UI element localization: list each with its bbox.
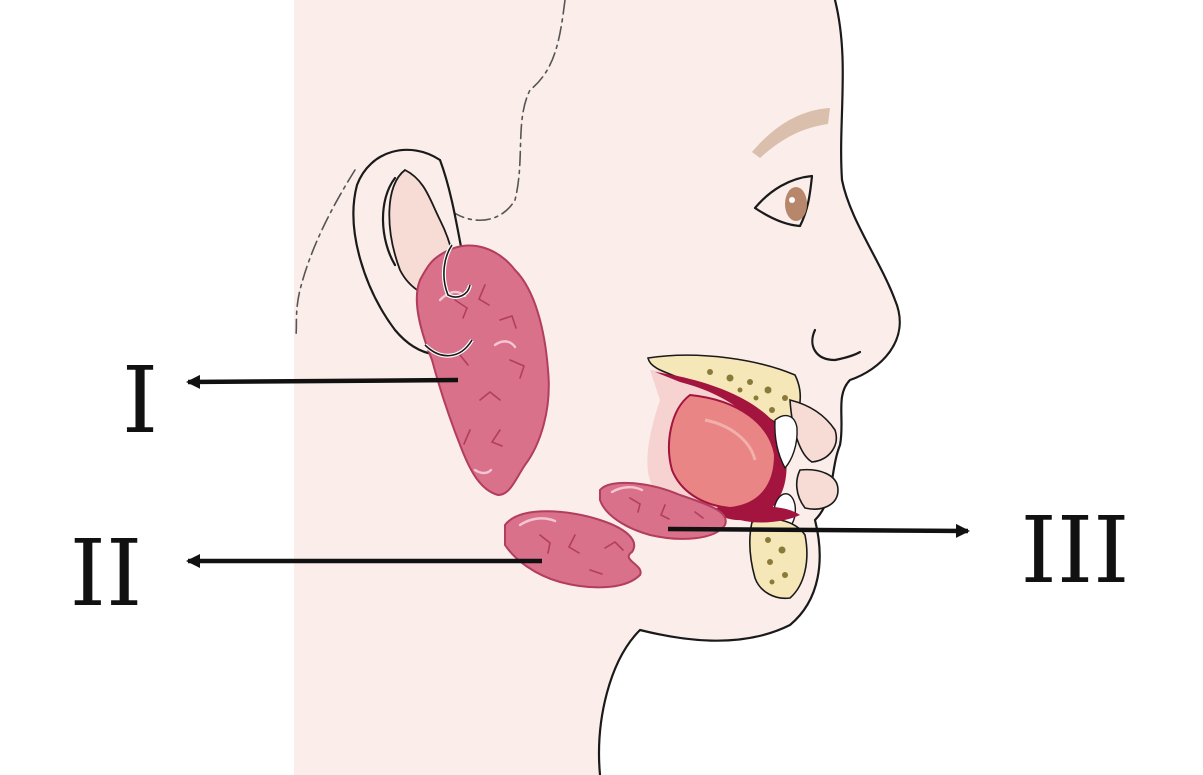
- lip-lower: [795, 468, 839, 510]
- label-parotid: I: [122, 347, 158, 454]
- face-outline: [597, 0, 901, 775]
- tongue-gloss: [704, 418, 757, 461]
- label-submandibular: II: [70, 520, 143, 627]
- lower-mucosa: [740, 506, 800, 523]
- submandibular-gland: [504, 510, 642, 589]
- hair-line-lower: [295, 169, 356, 336]
- arrow-parotid: [186, 374, 459, 389]
- head-profile: [294, 0, 901, 775]
- sublingual-gland: [599, 481, 727, 540]
- iris: [785, 187, 807, 221]
- eye-highlight: [789, 197, 795, 203]
- tongue: [668, 393, 777, 510]
- parotid-gland: [415, 243, 550, 497]
- mandible-bone: [749, 518, 808, 600]
- nostril: [811, 328, 862, 362]
- eye-outline: [753, 174, 814, 228]
- oral-cavity: [647, 354, 839, 600]
- eyebrow: [752, 108, 830, 158]
- parotid-body: [415, 244, 550, 497]
- ear-helix-line: [381, 176, 397, 267]
- arrow-sublingual: [667, 523, 970, 538]
- arrows: [186, 374, 970, 568]
- label-sublingual: III: [1020, 497, 1129, 604]
- upper-tooth: [774, 414, 798, 470]
- hair-line: [449, 0, 566, 221]
